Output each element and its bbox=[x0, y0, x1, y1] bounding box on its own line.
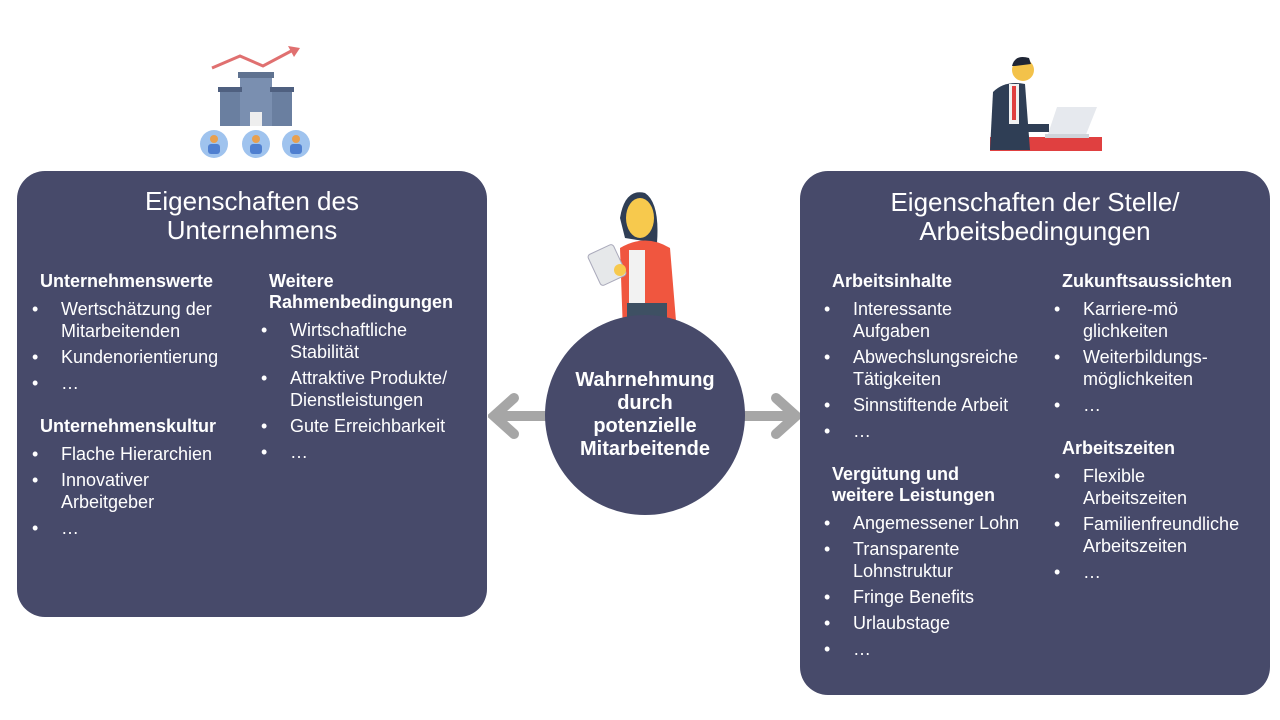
job-panel-title: Eigenschaften der Stelle/Arbeitsbedingun… bbox=[800, 188, 1270, 246]
list-item: Gute Erreichbarkeit bbox=[261, 415, 484, 437]
list-item: Flache Hierarchien bbox=[32, 443, 250, 465]
company-column-2: Weitere Rahmenbedingungen Wirtschaftlich… bbox=[261, 271, 484, 485]
list-item: Flexible Arbeitszeiten bbox=[1054, 465, 1203, 509]
list-item: Familienfreundliche Arbeitszeiten bbox=[1054, 513, 1263, 557]
list-item: Interessante Aufgaben bbox=[824, 298, 973, 342]
arrow-left-icon bbox=[488, 393, 548, 439]
section-heading: Vergütung und weitere Leistungen bbox=[832, 464, 996, 505]
section-heading: Zukunftsaussichten bbox=[1062, 271, 1233, 291]
section-heading: Arbeitszeiten bbox=[1062, 438, 1176, 458]
job-column-2: Zukunftsaussichten Karriere-möglichkeite… bbox=[1054, 271, 1267, 605]
list-item: Sinnstiftende Arbeit bbox=[824, 394, 1047, 416]
job-column-1: Arbeitsinhalte Interessante AufgabenAbwe… bbox=[824, 271, 1047, 682]
arrow-right-icon bbox=[742, 393, 802, 439]
title-line: Eigenschaften des bbox=[145, 186, 359, 216]
list-item: Abwechslungsreiche Tätigkeiten bbox=[824, 346, 1023, 390]
list-item: … bbox=[824, 420, 1047, 442]
list-item: Weiterbildungs-möglichkeiten bbox=[1054, 346, 1213, 390]
section-heading: Arbeitsinhalte bbox=[832, 271, 953, 291]
list-item: Urlaubstage bbox=[824, 612, 1047, 634]
list-item: … bbox=[1054, 561, 1267, 583]
company-building-icon bbox=[200, 46, 310, 158]
businessman-laptop-icon bbox=[990, 57, 1102, 151]
title-line: Eigenschaften der Stelle/ bbox=[890, 187, 1180, 217]
list-item: Karriere-möglichkeiten bbox=[1054, 298, 1183, 342]
title-line: Arbeitsbedingungen bbox=[919, 216, 1151, 246]
list-item: … bbox=[261, 441, 484, 463]
list-item: Attraktive Produkte/ Dienstleistungen bbox=[261, 367, 470, 411]
list-item: … bbox=[824, 638, 1047, 660]
list-item: … bbox=[32, 372, 250, 394]
list-item: … bbox=[1054, 394, 1267, 416]
list-item: Transparente Lohnstruktur bbox=[824, 538, 973, 582]
list-item: Kundenorientierung bbox=[32, 346, 250, 368]
list-item: Wirtschaftliche Stabilität bbox=[261, 319, 410, 363]
list-item: Innovativer Arbeitgeber bbox=[32, 469, 171, 513]
company-column-1: Unternehmenswerte Wertschätzung der Mita… bbox=[32, 271, 250, 561]
list-item: … bbox=[32, 517, 250, 539]
perception-circle: Wahrnehmung durch potenzielle Mitarbeite… bbox=[545, 315, 745, 515]
list-item: Angemessener Lohn bbox=[824, 512, 1047, 534]
list-item: Fringe Benefits bbox=[824, 586, 1047, 608]
title-line: Unternehmens bbox=[166, 215, 338, 245]
job-properties-panel: Eigenschaften der Stelle/Arbeitsbedingun… bbox=[800, 171, 1270, 695]
perception-label: Wahrnehmung durch potenzielle Mitarbeite… bbox=[575, 369, 715, 460]
section-heading: Unternehmenskultur bbox=[40, 416, 217, 436]
list-item: Wertschätzung der Mitarbeitenden bbox=[32, 298, 250, 342]
section-heading: Unternehmenswerte bbox=[40, 271, 214, 291]
section-heading: Weitere Rahmenbedingungen bbox=[269, 271, 453, 312]
